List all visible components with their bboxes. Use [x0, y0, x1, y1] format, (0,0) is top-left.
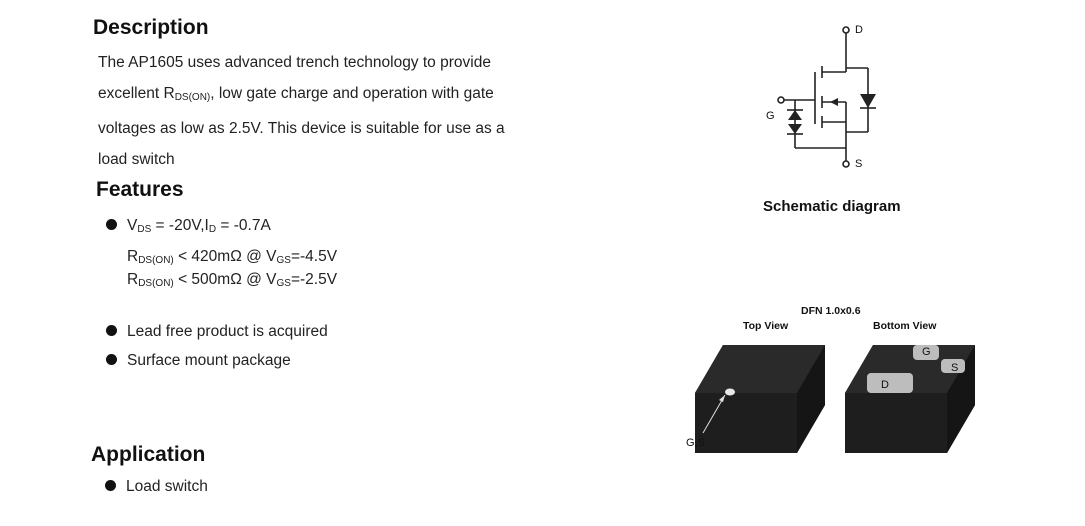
description-line-2: excellent RDS(ON), low gate charge and o… — [98, 85, 494, 103]
description-line-1: The AP1605 uses advanced trench technolo… — [98, 54, 491, 71]
feature-vds-id: VDS = -20V,ID = -0.7A — [106, 217, 271, 235]
bottom-view-label: Bottom View — [873, 320, 937, 332]
pin-g-label: G — [766, 110, 775, 122]
pin-gs-label: G,S — [686, 437, 705, 449]
application-load-switch: Load switch — [105, 478, 208, 496]
pin-d-label: D — [855, 24, 863, 36]
bullet-dot — [105, 480, 116, 491]
package-name: DFN 1.0x0.6 — [801, 305, 861, 317]
bullet-dot — [106, 325, 117, 336]
pad-s — [941, 359, 965, 373]
pad-d-label: D — [881, 379, 889, 391]
feature-rds-1: RDS(ON) < 420mΩ @ VGS=-4.5V — [127, 248, 338, 266]
bullet-dot — [106, 219, 117, 230]
description-heading: Description — [93, 16, 209, 39]
bullet-dot — [106, 354, 117, 365]
features-heading: Features — [96, 178, 184, 201]
schematic-caption: Schematic diagram — [763, 198, 901, 215]
feature-surface-mount: Surface mount package — [106, 352, 291, 370]
package-bottom-view — [845, 345, 975, 453]
pin-s-label: S — [855, 158, 863, 170]
top-view-label: Top View — [743, 320, 789, 332]
feature-lead-free: Lead free product is acquired — [106, 323, 328, 341]
mosfet-schematic — [777, 26, 876, 168]
pad-g-label: G — [922, 346, 931, 358]
pad-s-label: S — [951, 362, 959, 374]
description-line-4: load switch — [98, 151, 175, 168]
pad-d — [867, 373, 913, 393]
feature-rds-2: RDS(ON) < 500mΩ @ VGS=-2.5V — [127, 271, 338, 289]
package-top-view — [695, 345, 825, 453]
description-line-3: voltages as low as 2.5V. This device is … — [98, 120, 505, 137]
application-heading: Application — [91, 443, 206, 466]
description-text: The AP1605 uses advanced trench technolo… — [98, 47, 568, 175]
pad-g — [913, 345, 939, 360]
